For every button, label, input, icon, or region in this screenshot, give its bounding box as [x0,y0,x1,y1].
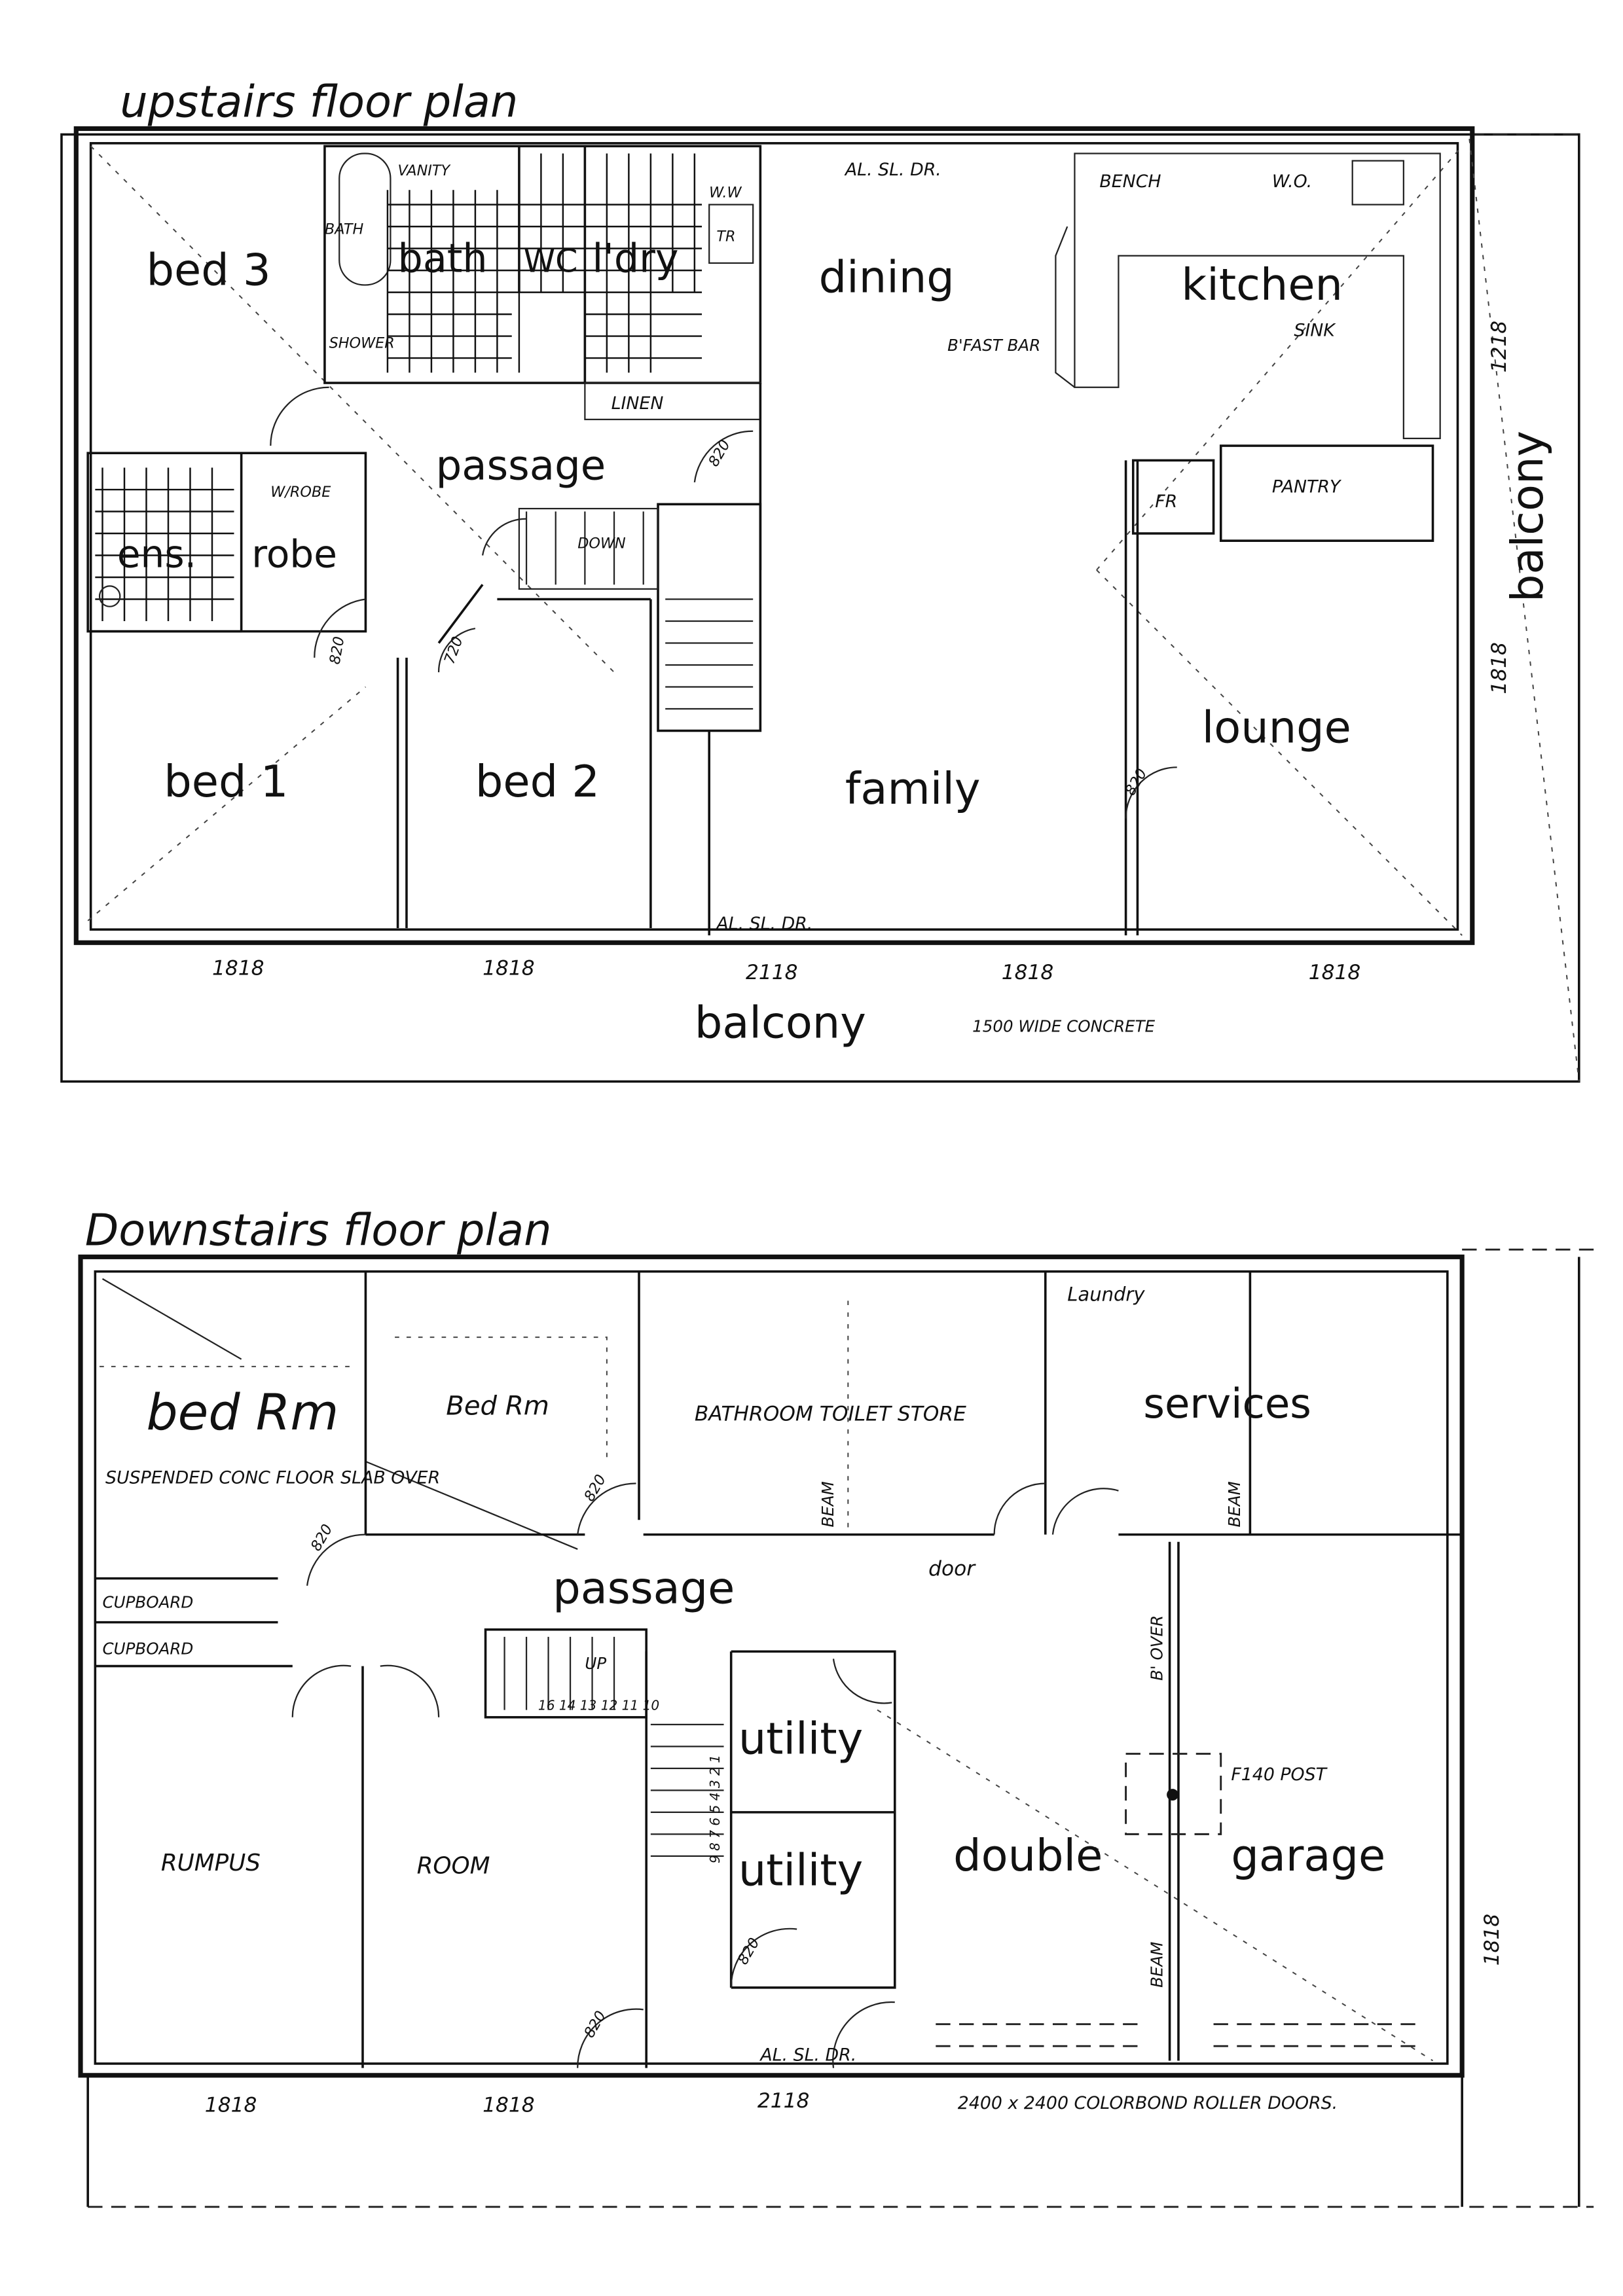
room-label-wc: WC [524,242,578,279]
note-sink: SINK [1294,321,1336,341]
room-label-dining: dining [819,252,955,303]
note-ww: W.W [709,184,742,201]
door-size: 820 [308,1522,337,1554]
upstairs-stairs [657,503,762,732]
note-al-sl-dr: AL. SL. DR. [715,914,812,934]
note-garage-doors: 2400 x 2400 COLORBOND ROLLER DOORS. [958,2093,1338,2113]
bathtub [338,152,392,286]
fridge-recess [1131,459,1215,535]
dimension-label: 2118 [746,961,798,984]
note-al-sl-dr: AL. SL. DR. [759,2045,856,2065]
note-bench: BENCH [1099,171,1161,192]
note-stair-numbers: 9 8 7 6 5 4 3 2 1 [707,1755,723,1863]
room-label-passage: passage [553,1563,735,1614]
dimension-label: 2118 [757,2089,810,2113]
note-bath: BATH [325,221,364,238]
room-label-bedroom-2: Bed Rm [446,1391,549,1422]
door-size: 820 [581,1472,610,1505]
note-tr: TR [716,228,735,245]
note-door: door [928,1557,976,1581]
room-label-room: ROOM [417,1853,490,1880]
dimension-label: 1818 [1487,642,1511,694]
note-pantry: PANTRY [1272,477,1342,497]
dimension-label: 1818 [205,2094,257,2117]
note-vanity: VANITY [398,162,452,179]
room-label-garage: garage [1231,1830,1385,1881]
dimension-label: 1218 [1487,321,1511,373]
room-label-services: services [1143,1380,1311,1427]
room-label-bed1: bed 1 [164,756,288,807]
room-label-robe: robe [251,531,337,576]
dimension-label: 1818 [483,956,535,980]
note-cupboard: CUPBOARD [103,1640,194,1659]
note-wrobe: W/ROBE [270,484,331,501]
room-label-rumpus: RUMPUS [161,1850,261,1876]
downstairs-outer-wall [78,1254,1465,2078]
note-linen: LINEN [611,393,664,414]
upstairs-plan: upstairs floor plan [60,77,1580,1083]
note-beam: BEAM [818,1481,837,1527]
room-label-lounge: lounge [1202,702,1351,753]
note-wall-oven: W.O. [1272,171,1312,192]
balcony-outline [60,133,1580,1083]
note-balcony-width: 1500 WIDE CONCRETE [972,1016,1156,1035]
door-size: 820 [735,1935,763,1967]
door-size: 820 [581,2008,610,2041]
note-stairs-down: DOWN [577,535,626,552]
room-label-bed2: bed 2 [475,756,600,807]
dimension-label: 1818 [212,956,264,980]
note-beam-over: B' OVER [1147,1615,1166,1681]
note-al-sl-dr: AL. SL. DR. [844,160,941,180]
room-label-laundry: l'dry [593,236,679,281]
room-label-bedroom-1: bed Rm [146,1384,338,1441]
note-beam: BEAM [1225,1481,1244,1527]
note-beam: BEAM [1147,1942,1166,1988]
room-label-double: double [953,1830,1103,1881]
room-label-bed3: bed 3 [146,244,270,295]
door-size: 720 [441,634,467,666]
dimension-label: 1818 [1309,961,1361,984]
room-label-balcony: balcony [695,997,866,1048]
note-stair-numbers: 16 14 13 12 11 10 [538,1698,659,1713]
dimension-label: 1818 [1480,1914,1504,1966]
room-label-kitchen: kitchen [1181,259,1343,310]
note-post: F140 POST [1231,1765,1328,1785]
door-size: 820 [327,636,348,666]
dimension-label: 1818 [483,2094,535,2117]
room-label-passage: passage [436,441,606,489]
note-slab: SUSPENDED CONC FLOOR SLAB OVER [105,1467,440,1488]
room-label-bathroom: BATHROOM TOILET STORE [695,1402,966,1426]
room-label-balcony-right: balcony [1502,431,1553,602]
note-breakfast-bar: B'FAST BAR [947,336,1040,355]
downstairs-plan: Downstairs floor plan bed Rm Bed Rm BATH… [78,1204,1594,2208]
note-stairs-up: UP [585,1654,606,1673]
tile-grid [386,153,702,373]
note-cupboard: CUPBOARD [103,1592,194,1611]
downstairs-title: Downstairs floor plan [85,1204,552,1255]
upstairs-title: upstairs floor plan [120,77,518,128]
note-shower: SHOWER [329,334,395,351]
door-size: 820 [705,437,734,470]
dimension-label: 1818 [1002,961,1054,984]
room-label-laundry: Laundry [1067,1283,1145,1305]
pantry-box [1219,444,1434,542]
room-label-bath: bath [398,236,488,281]
upstairs-outer-wall [73,126,1475,945]
room-label-family: family [845,763,981,814]
wet-area-block [323,145,762,384]
room-label-utility-1: utility [739,1713,863,1765]
room-label-ensuite: ens. [117,531,196,576]
room-label-utility-2: utility [739,1845,863,1896]
note-fridge: FR [1155,492,1177,512]
